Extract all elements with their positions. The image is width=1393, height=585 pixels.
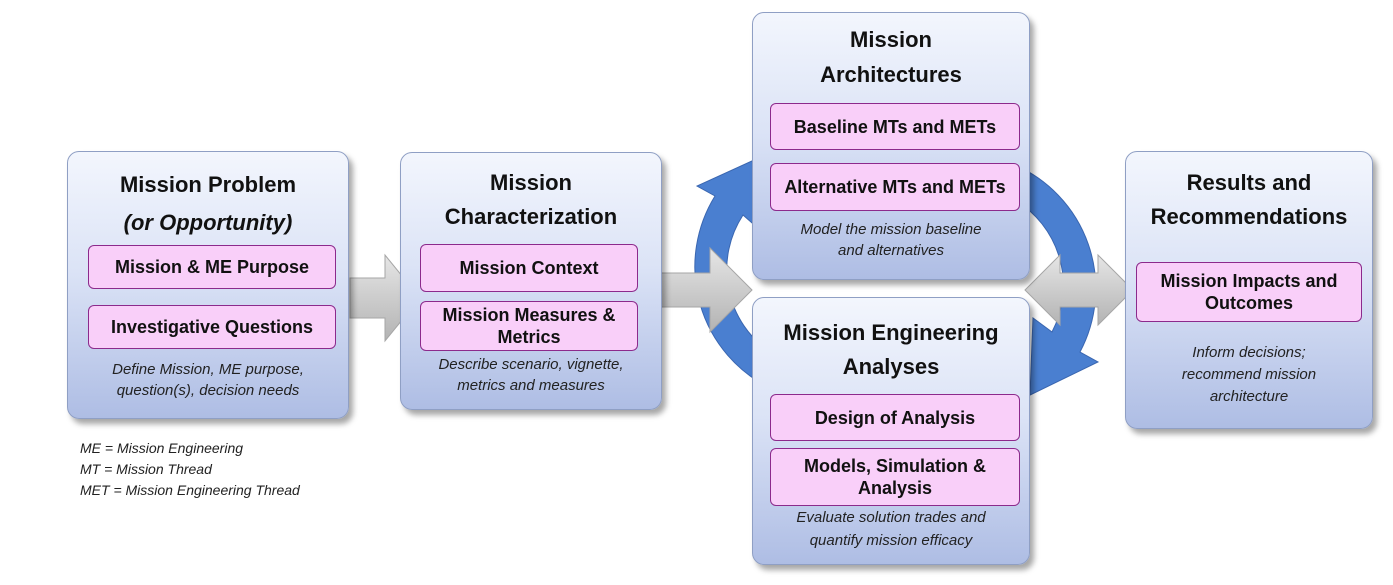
mission-problem-subtitle: (or Opportunity) (123, 210, 293, 235)
cycle-arrow-right (1014, 164, 1100, 396)
mission-characterization-title-line2: Characterization (444, 204, 618, 229)
alternative-mts-mets-box: Alternative MTs and METs (770, 163, 1020, 211)
mission-characterization-title-line1: Mission (490, 170, 572, 195)
legend-mt: MT = Mission Thread (80, 461, 212, 477)
mission-characterization-description-line2: metrics and measures (457, 377, 605, 394)
mission-architectures-title-line1: Mission (850, 27, 932, 52)
mission-analyses-title-line1: Mission Engineering (783, 320, 999, 345)
baseline-mts-mets-box: Baseline MTs and METs (770, 103, 1020, 150)
results-title-line2: Recommendations (1150, 204, 1348, 229)
legend-met: MET = Mission Engineering Thread (80, 482, 300, 498)
results-recommendations-panel: Results and Recommendations Mission Impa… (1125, 151, 1373, 429)
investigative-questions-box: Investigative Questions (88, 305, 336, 349)
flow-arrow-2 (654, 246, 753, 334)
mission-measures-metrics-box: Mission Measures & Metrics (420, 301, 638, 351)
mission-engineering-analyses-panel: Mission Engineering Analyses Design of A… (752, 297, 1030, 565)
results-title-line1: Results and (1186, 170, 1312, 195)
models-simulation-analysis-box: Models, Simulation & Analysis (770, 448, 1020, 506)
mission-architectures-title-line2: Architectures (820, 62, 962, 87)
mission-problem-panel: Mission Problem (or Opportunity) Mission… (67, 151, 349, 419)
mission-me-purpose-box: Mission & ME Purpose (88, 245, 336, 289)
acronym-legend: ME = Mission Engineering MT = Mission Th… (80, 438, 300, 501)
legend-me: ME = Mission Engineering (80, 440, 244, 456)
results-description-line1: Inform decisions; (1192, 344, 1306, 361)
mission-characterization-panel: Mission Characterization Mission Context… (400, 152, 662, 410)
mission-impacts-outcomes-box: Mission Impacts and Outcomes (1136, 262, 1362, 322)
mission-context-box: Mission Context (420, 244, 638, 292)
mission-analyses-title-line2: Analyses (842, 354, 940, 379)
mission-characterization-description-line1: Describe scenario, vignette, (438, 356, 624, 373)
mission-architectures-panel: Mission Architectures Baseline MTs and M… (752, 12, 1030, 280)
mission-architectures-description-line2: and alternatives (838, 242, 944, 259)
mission-problem-description-line2: question(s), decision needs (116, 382, 300, 399)
mission-analyses-description-line1: Evaluate solution trades and (796, 509, 986, 526)
mission-problem-title: Mission Problem (119, 172, 297, 197)
cycle-arrow-left (694, 154, 771, 389)
results-description-line2: recommend mission (1181, 366, 1317, 383)
mission-problem-description-line1: Define Mission, ME purpose, (112, 361, 304, 378)
design-of-analysis-box: Design of Analysis (770, 394, 1020, 441)
mission-architectures-description-line1: Model the mission baseline (800, 221, 982, 238)
results-description-line3: architecture (1209, 388, 1289, 405)
mission-analyses-description-line2: quantify mission efficacy (809, 532, 973, 549)
